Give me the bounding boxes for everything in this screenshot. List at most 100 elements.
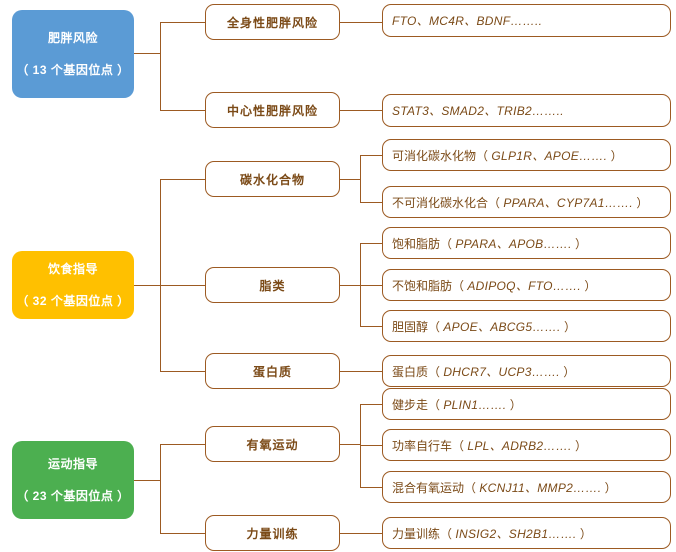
connector-obesity-stem [134, 53, 160, 55]
leaf-cholesterol[interactable]: 胆固醇（ APOE、ABCG5……. ） [382, 310, 671, 342]
leaf-prefix: 功率自行车（ [392, 438, 468, 453]
branch-strength-training-label: 力量训练 [246, 526, 299, 541]
branch-protein-label: 蛋白质 [252, 364, 292, 379]
gene-list-12: INSIG2、SH2B1……. [455, 526, 577, 541]
connector-carb-leaf-1 [360, 155, 382, 157]
leaf-suffix: ） [581, 278, 597, 293]
gene-list-1: FTO、MC4R、BDNF…….. [392, 14, 543, 28]
leaf-strength-training-text: 力量训练（ INSIG2、SH2B1……. ） [392, 525, 592, 542]
leaf-prefix: 混合有氧运动（ [392, 480, 480, 495]
category-obesity[interactable]: 肥胖风险 （ 13 个基因位点 ） [12, 10, 134, 98]
leaf-whole-body-genes-text: FTO、MC4R、BDNF…….. [392, 12, 542, 29]
leaf-unsaturated-fat-text: 不饱和脂肪（ ADIPOQ、FTO……. ） [392, 277, 596, 294]
category-diet[interactable]: 饮食指导 （ 32 个基因位点 ） [12, 251, 134, 319]
gene-list-3: GLP1R、APOE……. [491, 148, 608, 163]
connector-aerobic-leaf-3 [360, 487, 382, 489]
leaf-suffix: ） [560, 319, 576, 334]
leaf-central-genes[interactable]: STAT3、SMAD2、TRIB2…….. [382, 94, 671, 127]
connector-carb-spine [360, 155, 362, 203]
leaf-digestible-carb-text: 可消化碳水化物（ GLP1R、APOE……. ） [392, 147, 623, 164]
leaf-prefix: 健步走（ [392, 397, 444, 412]
leaf-protein-text: 蛋白质（ DHCR7、UCP3……. ） [392, 363, 575, 380]
leaf-suffix: ） [576, 526, 592, 541]
leaf-suffix: ） [607, 148, 623, 163]
gene-list-7: APOE、ABCG5……. [443, 319, 561, 334]
category-obesity-title: 肥胖风险 [47, 31, 98, 46]
connector-lipid-stem [340, 285, 360, 287]
connector-exercise-branch-2 [160, 533, 205, 535]
connector-exercise-stem [134, 480, 160, 482]
leaf-cholesterol-text: 胆固醇（ APOE、ABCG5……. ） [392, 318, 576, 335]
connector-obesity-branch-1 [160, 22, 205, 24]
category-exercise[interactable]: 运动指导 （ 23 个基因位点 ） [12, 441, 134, 519]
leaf-mixed-aerobic-text: 混合有氧运动（ KCNJ11、MMP2……. ） [392, 479, 617, 496]
connector-carb-stem [340, 179, 360, 181]
branch-lipids-label: 脂类 [259, 278, 286, 293]
gene-list-10: LPL、ADRB2……. [467, 438, 572, 453]
branch-aerobic[interactable]: 有氧运动 [205, 426, 340, 462]
leaf-prefix: 饱和脂肪（ [392, 236, 456, 251]
connector-diet-branch-3 [160, 371, 205, 373]
gene-list-9: PLIN1……. [443, 397, 507, 412]
connector-obesity-spine [160, 22, 162, 111]
leaf-suffix: ） [633, 195, 649, 210]
leaf-whole-body-genes[interactable]: FTO、MC4R、BDNF…….. [382, 4, 671, 37]
gene-list-6: ADIPOQ、FTO……. [467, 278, 582, 293]
branch-strength-training[interactable]: 力量训练 [205, 515, 340, 551]
connector-aerobic-leaf-2 [360, 445, 382, 447]
category-exercise-subtitle: （ 23 个基因位点 ） [16, 488, 130, 503]
leaf-central-genes-text: STAT3、SMAD2、TRIB2…….. [392, 102, 564, 119]
leaf-indigestible-carb-text: 不可消化碳水化合（ PPARA、CYP7A1……. ） [392, 194, 648, 211]
leaf-digestible-carb[interactable]: 可消化碳水化物（ GLP1R、APOE……. ） [382, 139, 671, 171]
category-diet-subtitle: （ 32 个基因位点 ） [16, 293, 130, 308]
connector-obesity-branch-2 [160, 110, 205, 112]
gene-list-4: PPARA、CYP7A1……. [503, 195, 633, 210]
leaf-power-cycling-text: 功率自行车（ LPL、ADRB2……. ） [392, 437, 587, 454]
leaf-indigestible-carb[interactable]: 不可消化碳水化合（ PPARA、CYP7A1……. ） [382, 186, 671, 218]
gene-list-11: KCNJ11、MMP2……. [479, 480, 602, 495]
branch-carbohydrates-label: 碳水化合物 [239, 172, 305, 187]
leaf-power-cycling[interactable]: 功率自行车（ LPL、ADRB2……. ） [382, 429, 671, 461]
connector-central-to-leaf [340, 110, 382, 112]
leaf-prefix: 力量训练（ [392, 526, 456, 541]
gene-list-8: DHCR7、UCP3……. [443, 364, 560, 379]
branch-whole-body-obesity[interactable]: 全身性肥胖风险 [205, 4, 340, 40]
category-exercise-title: 运动指导 [47, 457, 98, 472]
leaf-brisk-walking[interactable]: 健步走（ PLIN1……. ） [382, 388, 671, 420]
branch-protein[interactable]: 蛋白质 [205, 353, 340, 389]
branch-central-obesity[interactable]: 中心性肥胖风险 [205, 92, 340, 128]
connector-aerobic-stem [340, 444, 360, 446]
branch-aerobic-label: 有氧运动 [246, 437, 299, 452]
leaf-saturated-fat[interactable]: 饱和脂肪（ PPARA、APOB……. ） [382, 227, 671, 259]
leaf-saturated-fat-text: 饱和脂肪（ PPARA、APOB……. ） [392, 235, 587, 252]
connector-exercise-spine [160, 444, 162, 534]
connector-exercise-branch-1 [160, 444, 205, 446]
branch-central-obesity-label: 中心性肥胖风险 [226, 103, 318, 118]
leaf-prefix: 可消化碳水化物（ [392, 148, 492, 163]
leaf-protein[interactable]: 蛋白质（ DHCR7、UCP3……. ） [382, 355, 671, 387]
leaf-brisk-walking-text: 健步走（ PLIN1……. ） [392, 396, 522, 413]
category-diet-title: 饮食指导 [47, 262, 98, 277]
leaf-prefix: 不饱和脂肪（ [392, 278, 468, 293]
connector-diet-stem [134, 285, 160, 287]
leaf-prefix: 胆固醇（ [392, 319, 444, 334]
branch-lipids[interactable]: 脂类 [205, 267, 340, 303]
category-obesity-subtitle: （ 13 个基因位点 ） [16, 62, 130, 77]
gene-list-2: STAT3、SMAD2、TRIB2…….. [392, 104, 564, 118]
branch-whole-body-obesity-label: 全身性肥胖风险 [226, 15, 318, 30]
leaf-unsaturated-fat[interactable]: 不饱和脂肪（ ADIPOQ、FTO……. ） [382, 269, 671, 301]
connector-lipid-leaf-1 [360, 243, 382, 245]
gene-list-5: PPARA、APOB……. [455, 236, 572, 251]
branch-carbohydrates[interactable]: 碳水化合物 [205, 161, 340, 197]
connector-diet-branch-1 [160, 179, 205, 181]
leaf-mixed-aerobic[interactable]: 混合有氧运动（ KCNJ11、MMP2……. ） [382, 471, 671, 503]
leaf-suffix: ） [559, 364, 576, 379]
leaf-suffix: ） [601, 480, 617, 495]
connector-strength-to-leaf [340, 533, 382, 535]
leaf-prefix: 不可消化碳水化合（ [392, 195, 504, 210]
leaf-strength-training[interactable]: 力量训练（ INSIG2、SH2B1……. ） [382, 517, 671, 549]
connector-diet-spine [160, 179, 162, 372]
leaf-prefix: 蛋白质（ [392, 364, 444, 379]
leaf-suffix: ） [571, 438, 587, 453]
